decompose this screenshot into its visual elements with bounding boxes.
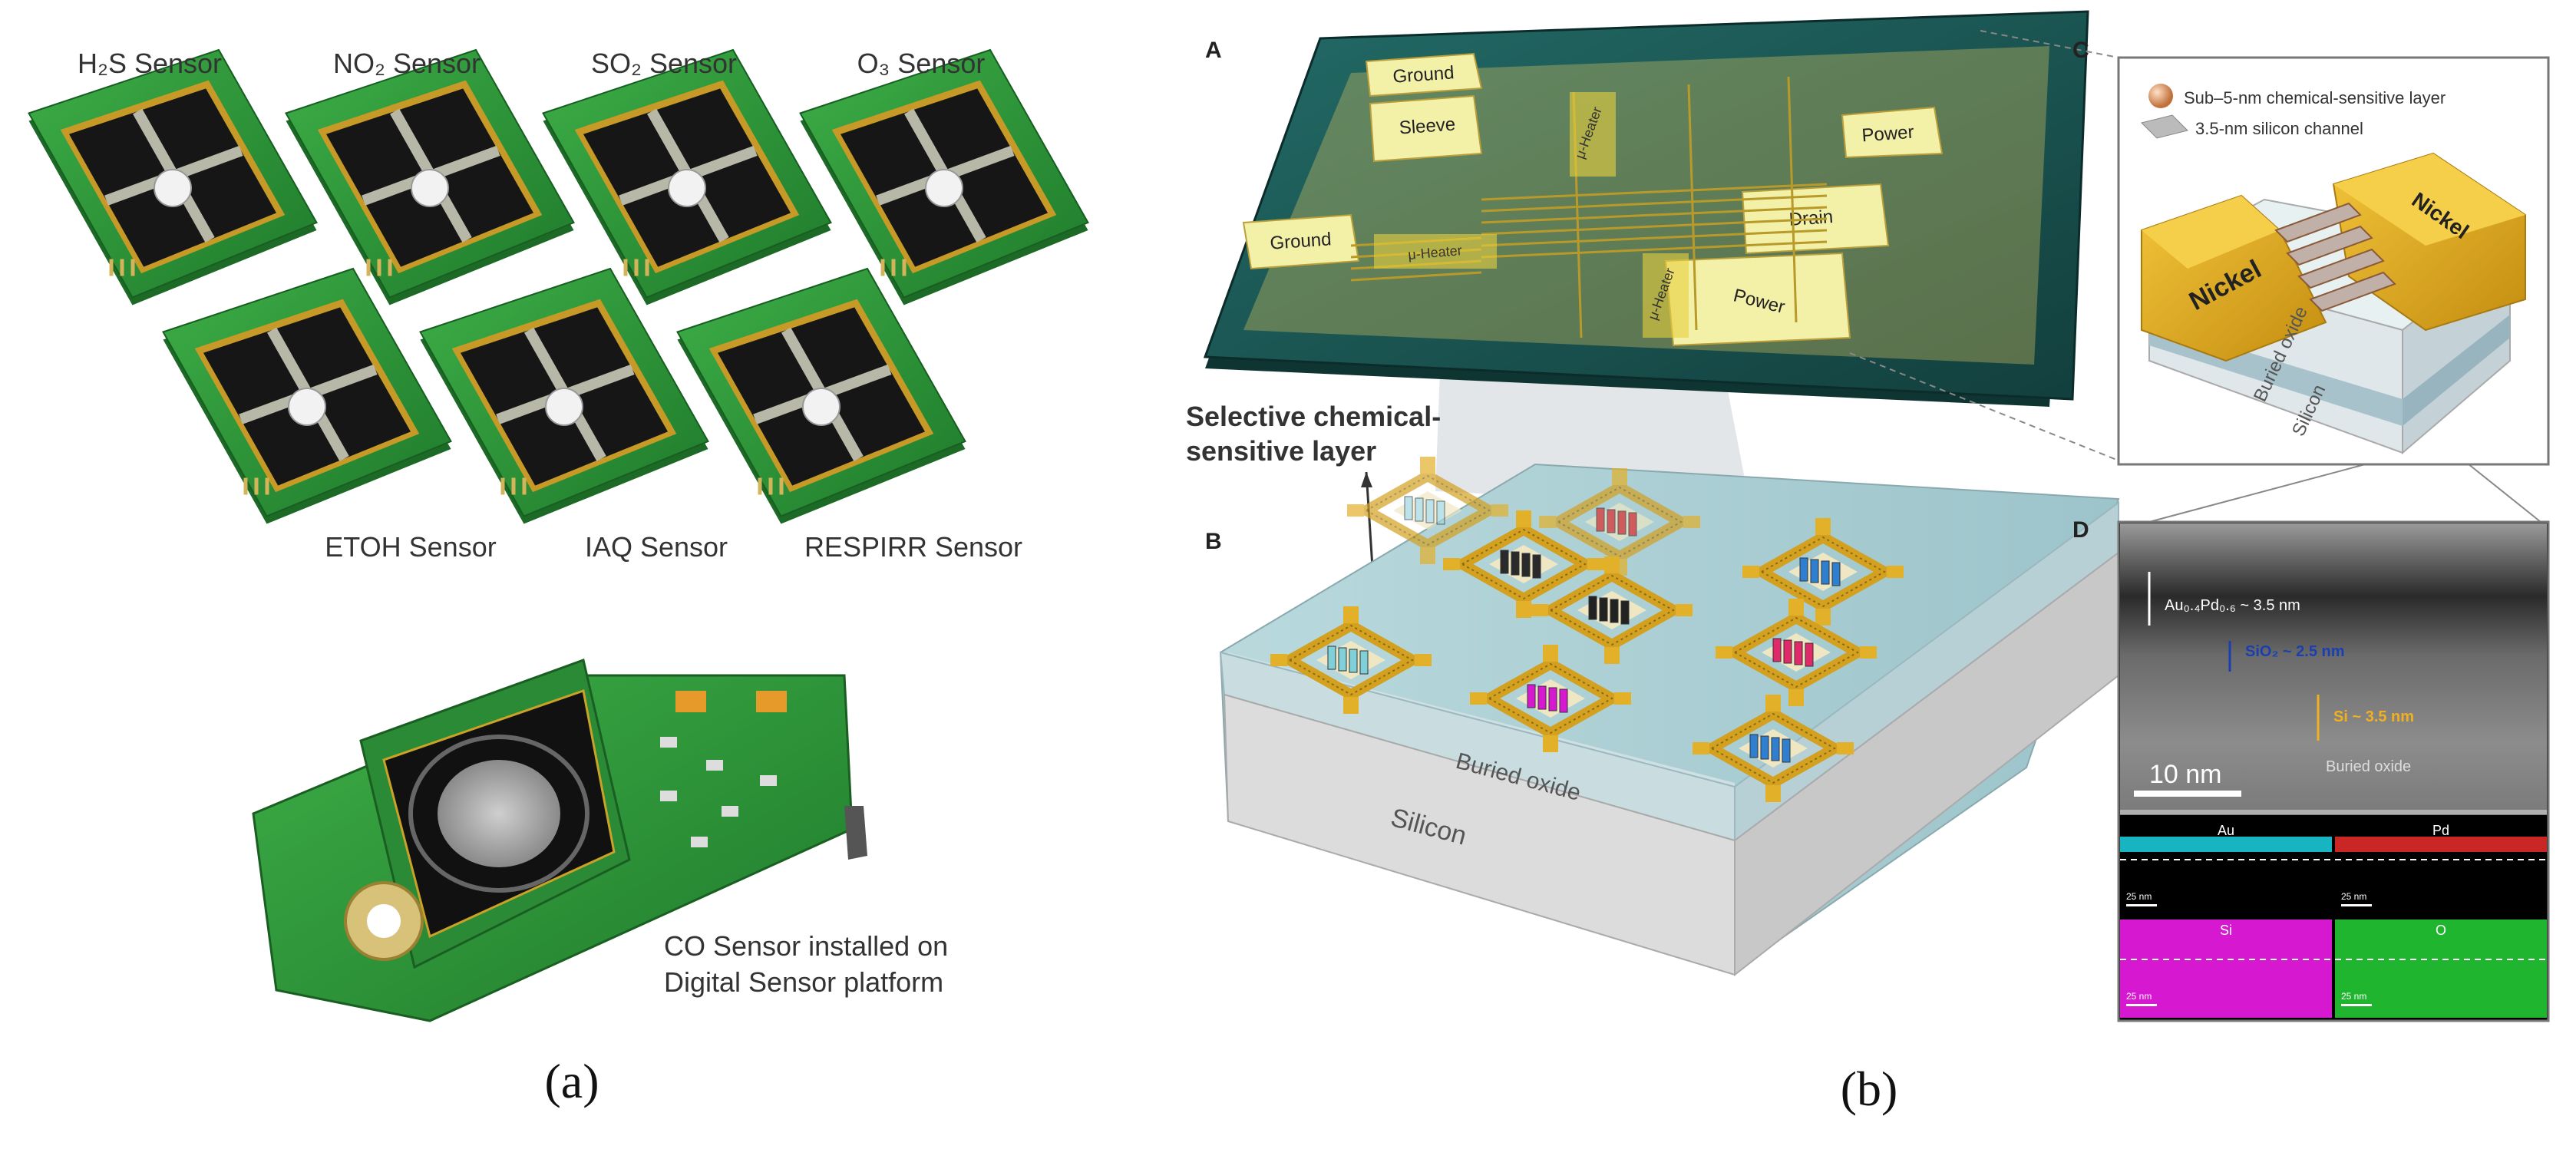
leader-arrowhead [1361, 472, 1372, 487]
sensor-board: SO₂ Sensor [542, 48, 832, 305]
sensor-devices [1270, 457, 1904, 802]
chip-pad: Power [1664, 252, 1851, 347]
sensor-label: O₃ Sensor [857, 48, 986, 79]
zoom-line-4 [2463, 460, 2541, 523]
chip-pad-label: Ground [1392, 62, 1455, 87]
chip-pad: Ground [1242, 213, 1360, 270]
selective-layer-line1: Selective chemical- [1186, 401, 1441, 432]
legend-chemical-layer: Sub–5-nm chemical-sensitive layer [2184, 88, 2446, 107]
sensor-label: ETOH Sensor [325, 531, 496, 563]
sensor-label: NO₂ Sensor [333, 48, 481, 79]
co-sensor-platform: CO Sensor installed on Digital Sensor pl… [252, 659, 948, 1022]
electrodes [1350, 76, 1828, 338]
eds-element-label: O [2436, 923, 2446, 938]
sensor-device [1270, 606, 1432, 714]
sensor-board: ETOH Sensor [162, 267, 497, 563]
eds-scale-label: 25 nm [2126, 891, 2152, 902]
sensor-device [1716, 599, 1877, 706]
panel-c: C Sub–5-nm chemical-sensitive layer 3.5-… [2072, 38, 2550, 466]
eds-map: Si 25 nm [2120, 920, 2332, 1018]
sensor-device [1531, 556, 1693, 664]
tem-aupd: Au₀.₄Pd₀.₆ ~ 3.5 nm [2165, 597, 2300, 614]
label-b: B [1205, 529, 1222, 554]
eds-element-label: Si [2220, 923, 2232, 938]
label-c: C [2072, 38, 2089, 63]
sensor-device [1693, 695, 1854, 802]
sensor-board: NO₂ Sensor [285, 48, 575, 305]
eds-map: Pd 25 nm [2335, 820, 2547, 918]
legend-channel-icon [2141, 114, 2188, 139]
eds-map: Au 25 nm [2120, 820, 2332, 918]
label-d: D [2072, 517, 2089, 543]
tem-buried-oxide: Buried oxide [2326, 758, 2411, 775]
chip-pad-label: Sleeve [1399, 114, 1456, 138]
sensor-board: IAQ Sensor [419, 267, 728, 563]
sensor-device [1470, 645, 1631, 752]
panel-d: D Au₀.₄Pd₀.₆ ~ 3.5 nm SiO₂ ~ 2.5 nm Si ~… [2072, 517, 2550, 1022]
sensor-device [1347, 457, 1508, 564]
zoom-line-2 [1849, 352, 2119, 461]
sensor-row-1: H₂S Sensor NO₂ Sensor SO₂ Sensor O₃ Sensor [28, 48, 1089, 305]
sensor-label: H₂S Sensor [78, 48, 222, 79]
tem-scale-label: 10 nm [2149, 760, 2222, 789]
sensor-board: RESPIRR Sensor [676, 267, 1022, 563]
sensor-row-2: ETOH Sensor IAQ Sensor RESPIRR Sensor [162, 267, 1022, 563]
zoom-line-1 [1980, 30, 2119, 58]
legend-sphere-icon [2148, 84, 2173, 108]
sensor-device [1443, 510, 1604, 618]
eds-scale-label: 25 nm [2341, 891, 2366, 902]
chip-pad: Power [1841, 106, 1944, 159]
selective-layer-line2: sensitive layer [1186, 435, 1376, 467]
chip-pad-label: Ground [1270, 229, 1333, 254]
silicon-channels [2274, 202, 2396, 312]
eds-maps: Au 25 nm Pd 25 nm Si 25 nm O 25 nm [2120, 820, 2547, 1018]
eds-element-label: Pd [2432, 823, 2449, 838]
tem-si: Si ~ 3.5 nm [2333, 708, 2414, 725]
eds-element-label: Au [2218, 823, 2234, 838]
panel-b-caption: (b) [1841, 1062, 1898, 1116]
sensor-board: O₃ Sensor [799, 48, 1089, 305]
platform-caption-line1: CO Sensor installed on [664, 930, 948, 962]
substrate: Buried oxide Silicon [1219, 457, 2120, 977]
tem-sio2: SiO₂ ~ 2.5 nm [2245, 643, 2345, 660]
chip-pad: Sleeve [1369, 94, 1483, 163]
sensor-label: IAQ Sensor [585, 531, 728, 563]
zoom-line-3 [2148, 460, 2380, 523]
sensor-board: H₂S Sensor [28, 48, 318, 305]
eds-scale-label: 25 nm [2341, 991, 2366, 1002]
eds-scale-label: 25 nm [2126, 991, 2152, 1002]
sensor-label: SO₂ Sensor [591, 48, 737, 79]
eds-map: O 25 nm [2335, 920, 2547, 1018]
sensor-device [1539, 468, 1700, 576]
sensor-device [1742, 518, 1904, 626]
tem-image [2120, 523, 2547, 815]
platform-caption-line2: Digital Sensor platform [664, 966, 943, 998]
label-a: A [1205, 38, 1222, 63]
panel-a-caption: (a) [544, 1054, 599, 1108]
chip-pad: Ground [1365, 52, 1483, 97]
chip-pad-label: Power [1861, 122, 1915, 147]
tem-scale-bar [2134, 791, 2241, 797]
sensor-label: RESPIRR Sensor [804, 531, 1022, 563]
legend-silicon-channel: 3.5-nm silicon channel [2195, 119, 2363, 138]
